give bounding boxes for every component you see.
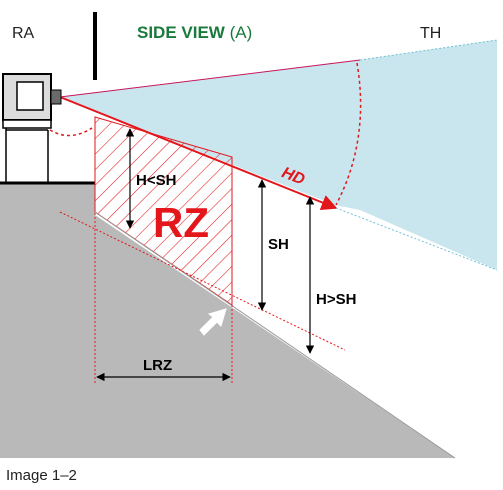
projector-icon [2,73,62,129]
beam-top-edge-ext [359,39,498,61]
beam-bottom-edge-ext [335,207,498,271]
sh-label: SH [268,236,289,253]
title-suffix: (A) [225,23,252,42]
ground-slope-line [94,211,456,459]
rz-label: RZ [153,199,209,246]
left-zone-label: RA [12,25,35,42]
title-bold: SIDE VIEW [137,23,226,42]
light-beam-zone [60,40,497,270]
ground-area [0,183,455,458]
hd-arc [335,62,362,206]
pointer-arrow-icon [199,308,227,336]
diagram-title: SIDE VIEW (A) [137,23,252,42]
image-caption: Image 1–2 [6,467,77,484]
right-zone-label: TH [420,25,441,42]
projector-stand [5,128,49,183]
projector-arc [49,127,93,137]
lrz-label: LRZ [143,357,172,374]
h-less-sh-label: H<SH [136,172,176,189]
h-greater-sh-label: H>SH [316,291,356,308]
sight-line [59,211,346,351]
hd-line [59,96,338,211]
beam-top-edge [59,59,361,98]
